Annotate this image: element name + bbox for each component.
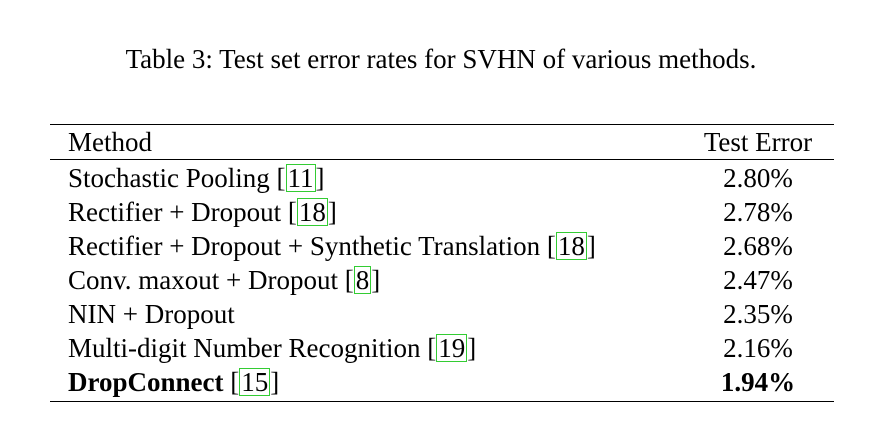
method-name: Stochastic Pooling: [68, 163, 277, 193]
table-row: Rectifier + Dropout + Synthetic Translat…: [50, 229, 834, 263]
table-body: Stochastic Pooling [11] 2.80% Rectifier …: [50, 160, 834, 401]
method-name: Multi-digit Number Recognition: [68, 333, 428, 363]
citation-open-bracket: [: [276, 163, 286, 193]
citation-close-bracket: ]: [315, 163, 325, 193]
error-cell: 2.78%: [723, 197, 793, 227]
table-row: NIN + Dropout 2.35%: [50, 297, 834, 331]
citation-link[interactable]: 19: [436, 333, 468, 363]
citation-open-bracket: [: [287, 197, 297, 227]
table-header-row: Method Test Error: [50, 125, 834, 160]
citation-close-bracket: ]: [371, 265, 381, 295]
citation-open-bracket: [: [230, 367, 240, 397]
citation-link[interactable]: 15: [239, 367, 271, 397]
method-name: Rectifier + Dropout: [68, 197, 288, 227]
results-table: Method Test Error Stochastic Pooling [11…: [50, 124, 834, 402]
error-cell: 2.16%: [723, 333, 793, 363]
citation-close-bracket: ]: [327, 197, 337, 227]
method-cell: Conv. maxout + Dropout [8]: [50, 263, 682, 297]
error-cell: 2.68%: [723, 231, 793, 261]
method-cell: DropConnect [15]: [50, 365, 682, 399]
citation-open-bracket: [: [427, 333, 437, 363]
error-cell: 2.35%: [723, 299, 793, 329]
error-cell: 1.94%: [720, 367, 796, 397]
header-method: Method: [68, 127, 152, 157]
method-cell: Multi-digit Number Recognition [19]: [50, 331, 682, 365]
table-row: Rectifier + Dropout [18] 2.78%: [50, 195, 834, 229]
citation-link[interactable]: 8: [353, 265, 372, 295]
method-name: DropConnect: [68, 367, 224, 397]
method-name: Rectifier + Dropout + Synthetic Translat…: [68, 231, 547, 261]
citation-close-bracket: ]: [270, 367, 280, 397]
table-row: Conv. maxout + Dropout [8] 2.47%: [50, 263, 834, 297]
method-name: Conv. maxout + Dropout: [68, 265, 345, 295]
citation-close-bracket: ]: [467, 333, 477, 363]
method-cell: Rectifier + Dropout [18]: [50, 195, 682, 229]
header-test-error: Test Error: [703, 127, 813, 157]
table-caption: Table 3: Test set error rates for SVHN o…: [125, 44, 757, 74]
citation-open-bracket: [: [344, 265, 354, 295]
citation-link[interactable]: 11: [285, 163, 316, 193]
method-cell: Stochastic Pooling [11]: [50, 161, 682, 195]
table-row: Multi-digit Number Recognition [19] 2.16…: [50, 331, 834, 365]
citation-link[interactable]: 18: [296, 197, 328, 227]
citation-open-bracket: [: [546, 231, 556, 261]
citation-close-bracket: ]: [586, 231, 596, 261]
method-name: NIN + Dropout: [68, 299, 235, 329]
method-cell: Rectifier + Dropout + Synthetic Translat…: [50, 229, 682, 263]
table-row-best: DropConnect [15] 1.94%: [50, 365, 834, 399]
error-cell: 2.47%: [723, 265, 793, 295]
table-row: Stochastic Pooling [11] 2.80%: [50, 161, 834, 195]
method-cell: NIN + Dropout: [50, 297, 682, 331]
citation-link[interactable]: 18: [555, 231, 587, 261]
error-cell: 2.80%: [723, 163, 793, 193]
